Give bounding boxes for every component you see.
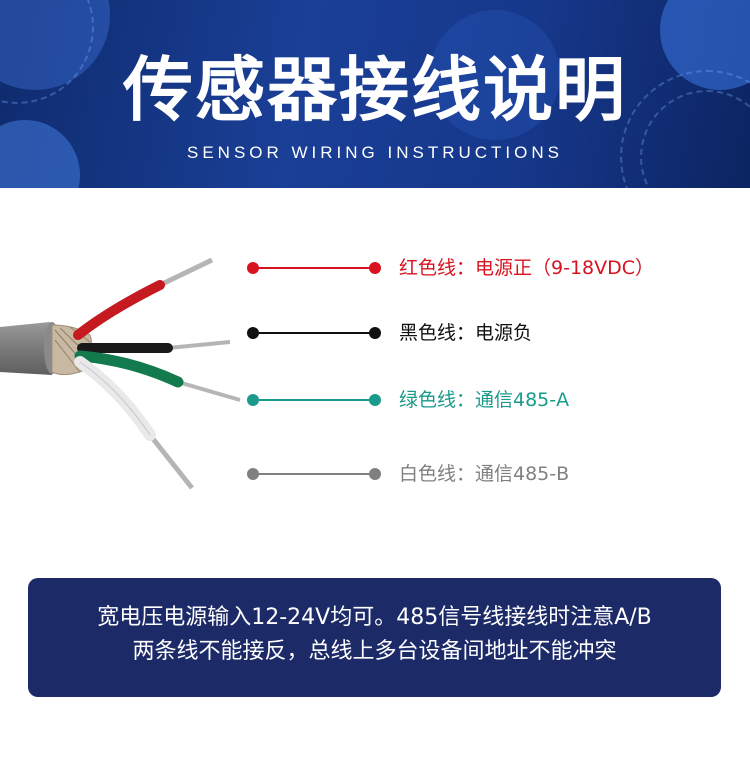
wire-label: 红色线：电源正（9-18VDC） xyxy=(399,257,655,279)
wire-label: 绿色线：通信485-A xyxy=(399,389,570,411)
decorative-circle xyxy=(430,10,560,140)
connector-line xyxy=(253,473,375,475)
connector-dot xyxy=(247,262,259,274)
connector-dot xyxy=(247,394,259,406)
connector-dot xyxy=(369,327,381,339)
connector-dot xyxy=(369,394,381,406)
note-line: 两条线不能接反，总线上多台设备间地址不能冲突 xyxy=(132,639,617,664)
wire-label: 白色线：通信485-B xyxy=(399,463,570,485)
connector-dot xyxy=(247,327,259,339)
cable-illustration xyxy=(0,257,241,490)
connector-line xyxy=(253,332,375,334)
note-line: 宽电压电源输入12-24V均可。485信号线接线时注意A/B xyxy=(97,605,652,630)
note-box: 宽电压电源输入12-24V均可。485信号线接线时注意A/B 两条线不能接反，总… xyxy=(28,578,721,697)
connector-dot xyxy=(247,468,259,480)
wire-label: 黑色线：电源负 xyxy=(399,322,533,344)
connector-dot xyxy=(369,262,381,274)
connector-line xyxy=(253,399,375,401)
connector-dot xyxy=(369,468,381,480)
header-banner: 传感器接线说明 SENSOR WIRING INSTRUCTIONS xyxy=(0,0,750,188)
page-subtitle: SENSOR WIRING INSTRUCTIONS xyxy=(186,143,563,162)
connector-line xyxy=(253,267,375,269)
page-title: 传感器接线说明 xyxy=(123,49,627,131)
